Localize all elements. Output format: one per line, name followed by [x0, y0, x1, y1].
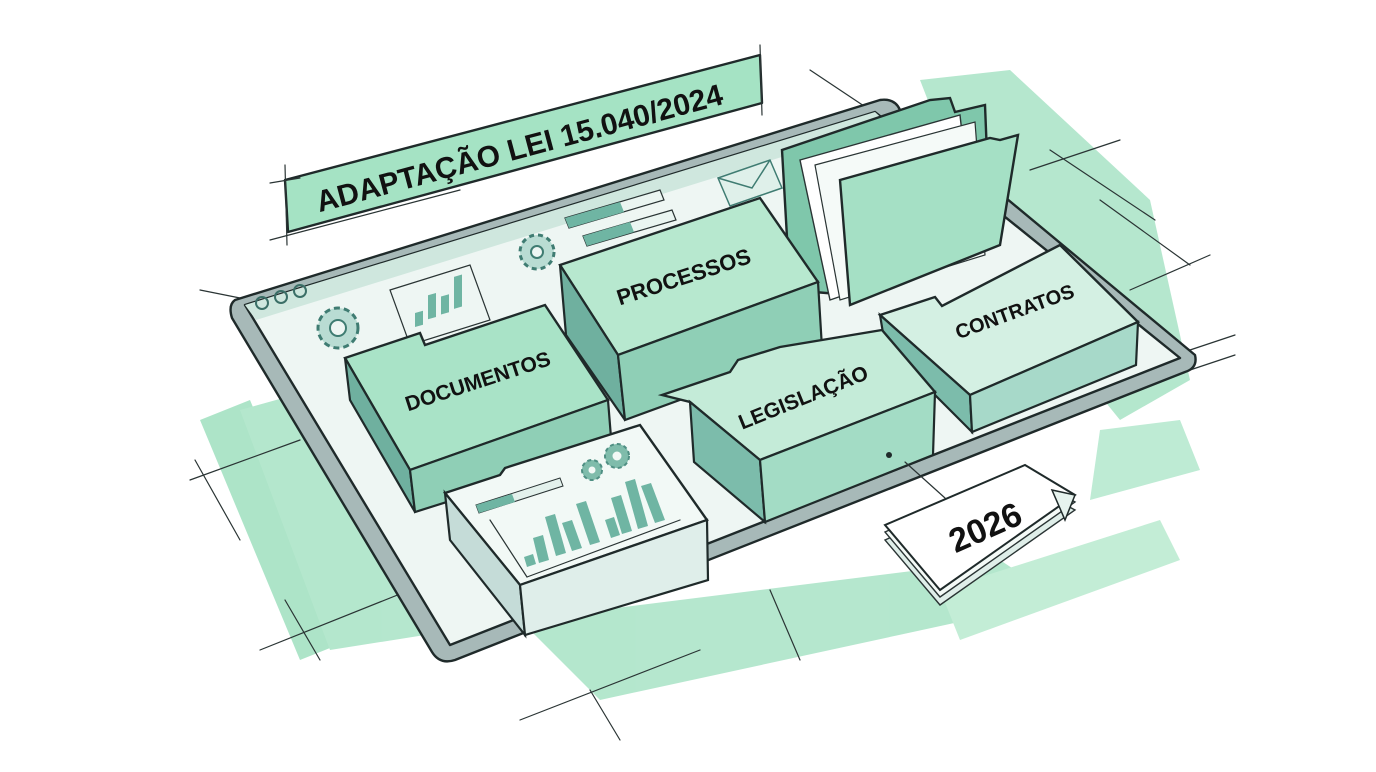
gear-icon [316, 306, 360, 350]
calendar-tag-2026[interactable]: 2026 [883, 461, 1077, 606]
progress-bar [475, 477, 564, 514]
sketch-guide-lines [189, 69, 1236, 741]
box-contratos[interactable]: CONTRATOS [877, 243, 1141, 435]
box-analytics[interactable] [442, 423, 710, 639]
window-controls [255, 284, 307, 310]
box-documentos[interactable]: DOCUMENTOS [343, 303, 614, 514]
progress-bars [564, 189, 677, 247]
bar-chart-icon [524, 479, 665, 567]
bar-chart-icon [389, 264, 491, 346]
box-processos[interactable]: PROCESSOS [558, 196, 824, 422]
mail-icon [716, 159, 784, 207]
gear-icon [518, 233, 556, 271]
gears-icon [581, 443, 630, 481]
box-legislacao[interactable]: LEGISLAÇÃO [657, 328, 938, 525]
open-folder-icon [780, 96, 1020, 307]
